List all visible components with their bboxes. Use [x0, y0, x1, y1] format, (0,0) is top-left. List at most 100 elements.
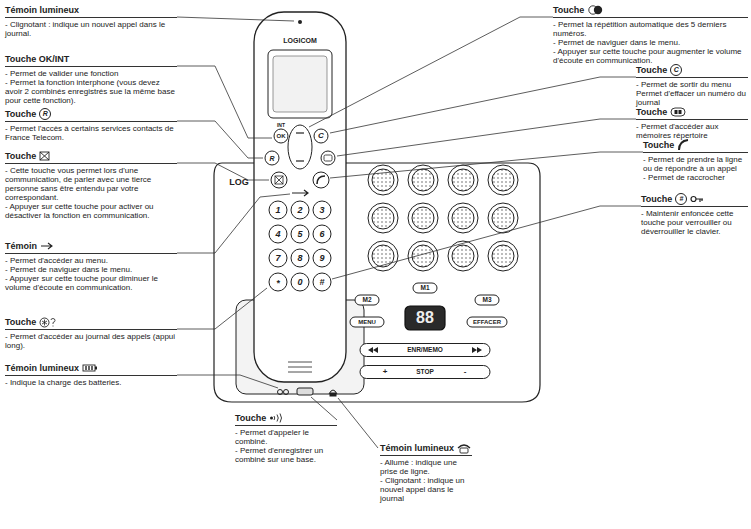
callout-heading: Touche — [641, 195, 672, 204]
key-symbol: C — [670, 64, 682, 76]
callout-text: - Indique la charge des batteries. — [5, 378, 177, 387]
callout-text: - Permet de naviguer dans le menu. — [5, 265, 177, 274]
digit-key: # — [319, 278, 324, 287]
callout-text: - Clignotant : indique un nouvel appel d… — [5, 20, 177, 38]
callout-heading-row: Touche — [643, 139, 748, 153]
button-label: M2 — [362, 297, 371, 304]
digit-key: 3 — [319, 206, 324, 215]
callout-heading: Témoin lumineux — [5, 6, 79, 15]
digit-key: 6 — [319, 230, 324, 239]
battery-icon — [82, 363, 98, 373]
brand-name: LOG — [229, 178, 249, 187]
callout-text: - Permet d'accéder au journal des appels… — [5, 332, 177, 350]
book-icon — [670, 107, 686, 117]
button-label: ENR/MEMO — [407, 347, 443, 354]
star-icon — [39, 317, 57, 328]
callout: Touche - Permet de prendre la ligne ou de… — [643, 139, 748, 182]
handset-screen — [268, 50, 332, 118]
key-label: OK — [277, 133, 286, 139]
callout-text: - Permet de raccrocher — [643, 173, 748, 182]
callout-text: - Permet d'accéder au menu. — [5, 256, 177, 265]
button-label: M3 — [482, 297, 491, 304]
callout-heading-row: Touche — [235, 412, 337, 426]
callout: Touche OK/INT - Permet de valider une fon… — [5, 53, 177, 105]
callout: Touche# - Maintenir enfoncée cette touche… — [641, 193, 748, 236]
button-label: - — [464, 368, 467, 376]
callout: Témoin lumineux- Indique la charge des b… — [5, 362, 177, 387]
callout-heading-row: Touche — [553, 4, 748, 18]
digit-key: 0 — [297, 278, 302, 287]
key-symbol: # — [675, 193, 687, 205]
callout-heading-row: Touche OK/INT — [5, 53, 177, 67]
callout-text: - Permet de prendre la ligne ou de répon… — [643, 155, 748, 173]
callout-heading-row: Touche — [5, 316, 177, 330]
callout-text: - Cette touche vous permet lors d'une co… — [5, 166, 177, 202]
callout-text: - Permet d'accéder aux mémoires répertoi… — [636, 122, 748, 140]
digit-key: 7 — [275, 254, 280, 263]
callout-heading: Témoin — [5, 242, 37, 251]
callout-heading-row: Témoin lumineux — [5, 4, 177, 18]
callout-heading: Touche OK/INT — [5, 55, 69, 64]
callout-text: - Permet de valider une fonction — [5, 69, 177, 78]
callout-text: - Permet la fonction interphone (vous de… — [5, 78, 177, 105]
callout-heading: Témoin lumineux — [380, 444, 454, 453]
line-led-icon — [457, 443, 471, 454]
callout-text: Permet d'effacer un numéro du journal — [636, 89, 748, 107]
callout-heading-row: ToucheR — [5, 108, 177, 122]
callout-heading-row: ToucheC — [636, 64, 748, 78]
callout-heading-row: Touche — [5, 150, 177, 164]
key-symbol: R — [39, 108, 51, 120]
callout: Témoin - Permet d'accéder au menu.- Perme… — [5, 240, 177, 292]
digit-key: 8 — [297, 254, 302, 263]
mute-icon — [39, 151, 50, 161]
callout-text: - Permet la répétition automatique des 5… — [553, 20, 748, 38]
callout: ToucheC- Permet de sortir du menuPermet … — [636, 64, 748, 107]
callout: Touche - Permet d'appeler le combiné.- Pe… — [235, 412, 337, 464]
key-icon — [690, 194, 704, 204]
display-digits: 88 — [416, 310, 434, 326]
digit-key: 1 — [275, 206, 280, 215]
button-label: EFFACER — [473, 319, 501, 325]
callout-heading-row: Témoin lumineux — [380, 442, 472, 456]
handset-led — [298, 20, 302, 24]
digit-key: * — [276, 279, 280, 288]
rewind-forward-icons — [368, 347, 482, 353]
button-label: + — [383, 368, 388, 376]
callout-heading: Touche — [5, 152, 36, 161]
callout-text: - Maintenir enfoncée cette touche pour v… — [641, 209, 748, 236]
handset-key-marks — [275, 133, 332, 372]
callout-text: - Clignotant : indique un nouvel appel d… — [380, 476, 472, 503]
callout: Touche - Permet d'accéder au journal des … — [5, 316, 177, 350]
key-label: INT — [277, 123, 285, 128]
key-label: R — [269, 155, 274, 162]
leader-lines — [177, 17, 643, 448]
callout: Témoin lumineux - Clignotant : indique un… — [5, 4, 177, 38]
callout-heading-row: Touche# — [641, 193, 748, 207]
callout-heading: Touche — [235, 414, 266, 423]
callout-heading: Touche — [636, 108, 667, 117]
handset-keys — [265, 125, 335, 291]
callout-text: - Permet d'appeler le combiné. — [235, 428, 337, 446]
callout-heading: Touche — [5, 318, 36, 327]
callout-text: - Permet d'enregistrer un combiné sur un… — [235, 446, 337, 464]
handset — [254, 12, 346, 382]
callout-heading: Touche — [5, 110, 36, 119]
digit-key: 9 — [319, 254, 324, 263]
button-label: MENU — [358, 319, 376, 325]
handset-icon — [677, 139, 690, 151]
key-label: C — [318, 132, 324, 140]
callout-heading-row: Témoin — [5, 240, 177, 254]
callout-text: - Appuyer sur cette touche pour diminuer… — [5, 274, 177, 292]
callout-heading: Touche — [553, 6, 584, 15]
callout: Témoin lumineux- Allumé : indique une pr… — [380, 442, 472, 503]
digit-key: 2 — [297, 206, 302, 215]
digit-key: 5 — [297, 230, 302, 239]
speed-dial-buttons — [368, 165, 518, 271]
callout: Touche - Permet d'accéder aux mémoires ré… — [636, 106, 748, 140]
digit-key: 4 — [275, 230, 280, 239]
callout: Touche - Permet la répétition automatique… — [553, 4, 748, 65]
brand-name: LOGICOM — [283, 37, 316, 44]
page-icon — [269, 413, 283, 423]
callout-text: - Appuyer sur cette touche pour augmente… — [553, 47, 748, 65]
base-display — [405, 306, 445, 330]
